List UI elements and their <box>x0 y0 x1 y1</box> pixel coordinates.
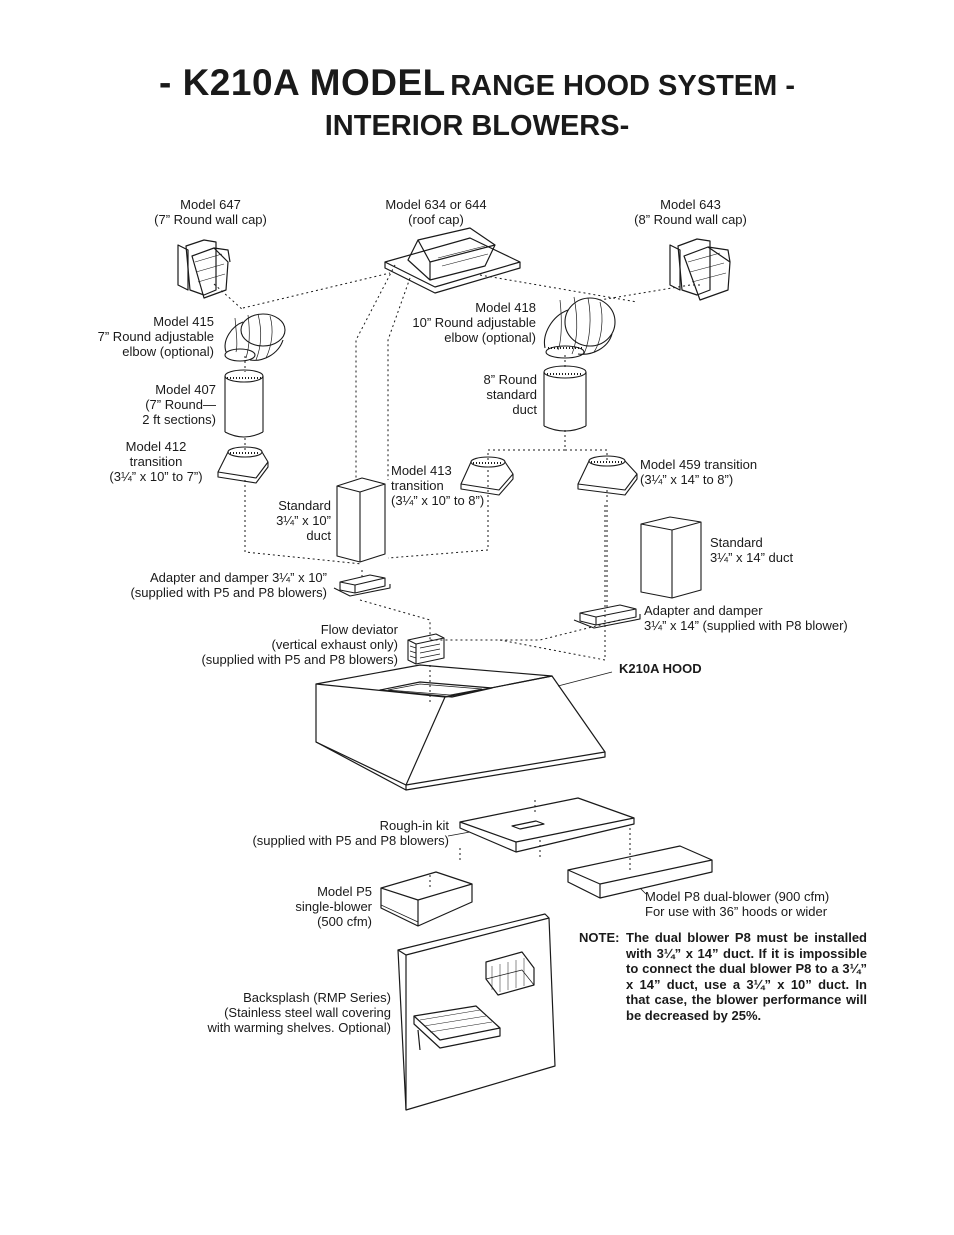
label-model-p8: Model P8 dual-blower (900 cfm) For use w… <box>645 889 830 919</box>
standard-duct-14-icon <box>640 516 702 599</box>
page-title: - K210A MODEL RANGE HOOD SYSTEM - <box>0 62 954 104</box>
transition-459-icon <box>577 455 638 496</box>
wall-cap-7-icon <box>177 239 231 299</box>
label-model-647: Model 647 (7” Round wall cap) <box>154 197 267 227</box>
blower-p5-icon <box>380 871 473 927</box>
label-flow-deviator: Flow deviator (vertical exhaust only) (s… <box>201 622 398 667</box>
label-model-413: Model 413 transition (3¼” x 10” to 8”) <box>391 463 485 508</box>
label-rough-in-kit: Rough-in kit (supplied with P5 and P8 bl… <box>252 818 449 848</box>
round-duct-8-icon <box>543 365 587 432</box>
connection-lines <box>213 264 700 890</box>
label-adapter-damper-10: Adapter and damper 3¼” x 10” (supplied w… <box>130 570 327 600</box>
label-k210a-hood: K210A HOOD <box>619 661 702 676</box>
backsplash-icon <box>397 913 556 1111</box>
title-system: RANGE HOOD SYSTEM - <box>450 70 796 102</box>
adapter-damper-14-icon <box>573 604 641 629</box>
elbow-7-icon <box>224 313 286 362</box>
elbow-10-icon <box>543 296 616 359</box>
adapter-damper-10-icon <box>333 574 391 597</box>
label-model-407: Model 407 (7” Round— 2 ft sections) <box>142 382 216 427</box>
transition-412-icon <box>217 446 269 484</box>
transition-413-icon <box>460 456 514 496</box>
round-duct-7-icon <box>224 369 264 438</box>
title-model: - K210A MODEL <box>158 62 446 103</box>
label-standard-duct-10: Standard 3¼” x 10” duct <box>276 498 331 543</box>
wall-cap-8-icon <box>669 238 731 301</box>
flow-deviator-icon <box>407 633 445 665</box>
label-adapter-damper-14: Adapter and damper 3¼” x 14” (supplied w… <box>644 603 848 633</box>
note-text: The dual blower P8 must be installed wit… <box>626 930 867 1023</box>
standard-duct-10-icon <box>336 477 386 563</box>
note-label: NOTE: <box>579 930 620 945</box>
label-model-415: Model 415 7” Round adjustable elbow (opt… <box>97 314 214 359</box>
label-round-8-duct: 8” Round standard duct <box>483 372 537 417</box>
label-model-634: Model 634 or 644 (roof cap) <box>385 197 487 227</box>
label-standard-duct-14: Standard 3¼” x 14” duct <box>710 535 794 565</box>
label-backsplash: Backsplash (RMP Series) (Stainless steel… <box>207 990 391 1035</box>
rough-in-kit-icon <box>447 797 635 853</box>
label-model-412: Model 412 transition (3¼” x 10” to 7”) <box>109 439 203 484</box>
label-model-418: Model 418 10” Round adjustable elbow (op… <box>412 300 536 345</box>
label-model-p5: Model P5 single-blower (500 cfm) <box>295 884 372 929</box>
k210a-hood-icon <box>315 664 613 791</box>
roof-cap-icon <box>384 227 521 294</box>
blower-p8-icon <box>567 845 713 899</box>
page-subtitle: INTERIOR BLOWERS- <box>324 110 630 142</box>
label-model-643: Model 643 (8” Round wall cap) <box>634 197 747 227</box>
label-model-459: Model 459 transition (3¼” x 14” to 8”) <box>640 457 758 487</box>
